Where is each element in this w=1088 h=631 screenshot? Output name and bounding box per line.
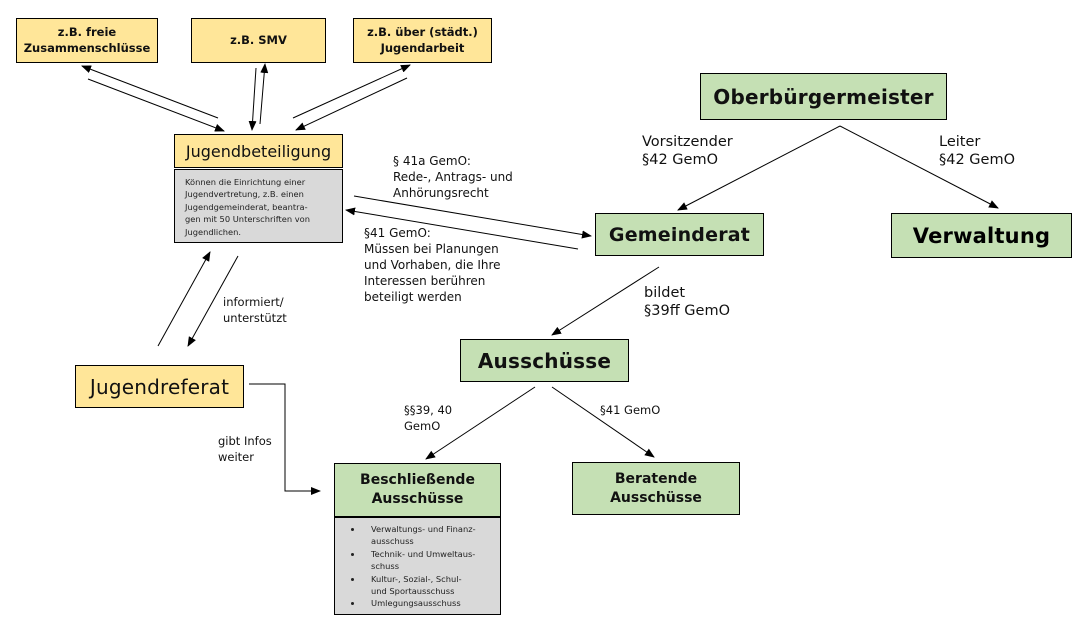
box-freie-zusammenschluesse: z.B. freie Zusammenschlüsse bbox=[16, 18, 158, 63]
arrow-to-jugendbeteiligung-1 bbox=[87, 78, 225, 132]
box-beschliessende-label: Beschließende Ausschüsse bbox=[360, 472, 475, 507]
beschliessende-list-box: Verwaltungs- und Finanz- ausschuss Techn… bbox=[334, 517, 501, 615]
box-verwaltung-label: Verwaltung bbox=[912, 223, 1051, 248]
box-gemeinderat: Gemeinderat bbox=[595, 213, 764, 256]
arrow-to-jugendbeteiligung-3 bbox=[295, 77, 408, 131]
box-verwaltung: Verwaltung bbox=[891, 213, 1072, 258]
arrow-gibt-infos bbox=[249, 383, 321, 495]
box-jugendbeteiligung: Jugendbeteiligung bbox=[174, 134, 343, 168]
arrow-to-jugendbeteiligung-41 bbox=[345, 207, 579, 250]
box-beschliessende-ausschuesse: Beschließende Ausschüsse bbox=[334, 463, 501, 517]
arrow-ob-to-verwaltung bbox=[839, 125, 999, 209]
label-par41-beratende: §41 GemO bbox=[600, 403, 661, 417]
box-jugendbeteiligung-label: Jugendbeteiligung bbox=[185, 141, 332, 161]
beschliessende-list: Verwaltungs- und Finanz- ausschuss Techn… bbox=[335, 518, 500, 610]
box-beratende-ausschuesse: Beratende Ausschüsse bbox=[572, 462, 740, 515]
arrow-to-gemeinderat-41a bbox=[353, 195, 592, 239]
label-leiter: Leiter §42 GemO bbox=[939, 134, 1016, 168]
box-ausschuesse: Ausschüsse bbox=[460, 339, 629, 382]
box-oberbuergermeister-label: Oberbürgermeister bbox=[713, 84, 934, 109]
label-vorsitzender: Vorsitzender §42 GemO bbox=[642, 134, 733, 168]
box-jugendarbeit-label: z.B. über (städt.) Jugendarbeit bbox=[367, 24, 478, 55]
box-jugendbeteiligung-note: Können die Einrichtung einer Jugendvertr… bbox=[174, 169, 343, 243]
box-jugendarbeit: z.B. über (städt.) Jugendarbeit bbox=[353, 18, 492, 63]
arrow-to-beschliessende bbox=[425, 386, 536, 460]
arrow-to-jugendreferat bbox=[187, 255, 239, 347]
list-item: Verwaltungs- und Finanz- ausschuss bbox=[363, 523, 500, 548]
box-gemeinderat-label: Gemeinderat bbox=[608, 223, 751, 246]
list-item: Kultur-, Sozial-, Schul- und Sportaussch… bbox=[363, 573, 500, 598]
label-informiert: informiert/ unterstützt bbox=[223, 295, 287, 325]
list-item: Umlegungsausschuss bbox=[363, 597, 500, 609]
arrow-to-jugendbeteiligung-4 bbox=[157, 251, 211, 347]
label-gibt-infos: gibt Infos weiter bbox=[218, 434, 272, 464]
label-par41: §41 GemO: Müssen bei Planungen und Vorha… bbox=[364, 226, 501, 304]
label-par39-40: §§39, 40 GemO bbox=[404, 403, 453, 433]
arrow-to-beratende bbox=[551, 386, 655, 458]
arrow-gemeinderat-to-ausschuesse bbox=[551, 266, 660, 336]
label-bildet: bildet §39ff GemO bbox=[644, 285, 730, 319]
box-smv-label: z.B. SMV bbox=[230, 32, 287, 47]
arrow-to-jugendarbeit bbox=[292, 64, 411, 119]
box-beratende-label: Beratende Ausschüsse bbox=[610, 470, 702, 506]
list-item: Technik- und Umweltaus- schuss bbox=[363, 548, 500, 573]
arrow-to-smv bbox=[259, 63, 269, 125]
box-oberbuergermeister: Oberbürgermeister bbox=[700, 73, 947, 120]
box-ausschuesse-label: Ausschüsse bbox=[477, 348, 612, 373]
arrow-ob-to-gemeinderat bbox=[677, 125, 841, 211]
box-jugendreferat: Jugendreferat bbox=[75, 365, 244, 408]
arrow-to-zusammenschluesse bbox=[81, 65, 219, 119]
box-smv: z.B. SMV bbox=[191, 18, 326, 63]
box-jugendreferat-label: Jugendreferat bbox=[89, 374, 230, 399]
jugendbeteiligung-note-text: Können die Einrichtung einer Jugendvertr… bbox=[185, 177, 310, 237]
box-freie-zusammenschluesse-label: z.B. freie Zusammenschlüsse bbox=[23, 24, 151, 55]
arrow-to-jugendbeteiligung-2 bbox=[248, 67, 257, 131]
label-par41a: § 41a GemO: Rede-, Antrags- und Anhörung… bbox=[393, 154, 513, 200]
